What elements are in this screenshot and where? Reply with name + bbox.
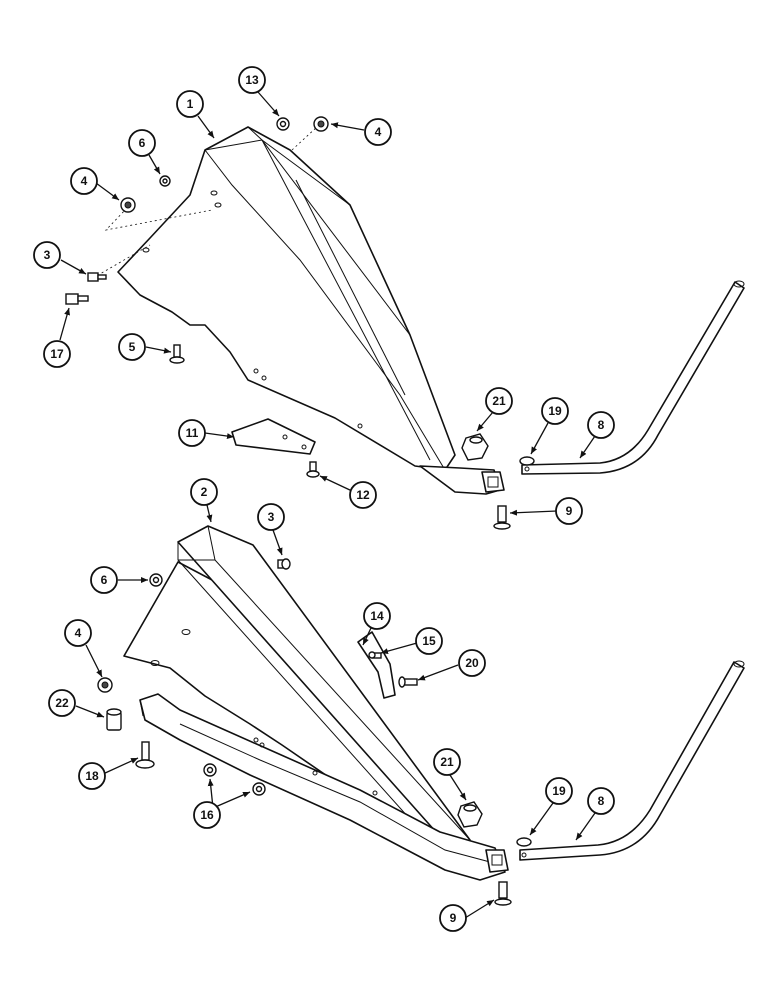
svg-text:5: 5 [129,340,136,354]
bolt [494,881,512,906]
upper-divider-assembly [65,116,745,530]
nut [276,117,290,131]
callout-13: 13 [238,66,266,94]
svg-text:4: 4 [375,125,382,139]
callout-21: 21 [433,748,461,776]
lower-handle-tube [519,661,745,861]
callout-5: 5 [118,333,146,361]
lower-divider-assembly [97,525,745,906]
svg-text:21: 21 [492,394,506,408]
upper-handle-tube [521,281,745,475]
svg-text:6: 6 [139,136,146,150]
svg-text:4: 4 [75,626,82,640]
bolt [135,741,155,769]
svg-text:19: 19 [552,784,566,798]
callout-16: 16 [193,801,221,829]
bolt [493,505,511,530]
svg-text:17: 17 [50,347,64,361]
svg-text:13: 13 [245,73,259,87]
callout-4: 4 [70,167,98,195]
hole [261,375,267,381]
callout-17: 17 [43,340,71,368]
nut [457,801,483,828]
svg-text:12: 12 [356,488,370,502]
washer [516,837,532,847]
svg-text:1: 1 [187,97,194,111]
callout-11: 11 [178,419,206,447]
hole [210,190,218,196]
bolt [87,272,107,282]
nut [203,763,217,777]
callout-4: 4 [364,118,392,146]
svg-text:4: 4 [81,174,88,188]
svg-text:8: 8 [598,794,605,808]
bolt [306,461,320,478]
svg-text:18: 18 [85,769,99,783]
leader-lines [59,91,596,919]
svg-text:15: 15 [422,634,436,648]
hole [253,368,259,374]
svg-text:11: 11 [186,426,199,440]
callout-22: 22 [48,689,76,717]
bolt [368,651,382,659]
callout-8: 8 [587,787,615,815]
callout-14: 14 [363,602,391,630]
hole [142,247,150,253]
callout-6: 6 [90,566,118,594]
callout-9: 9 [555,497,583,525]
lower-tube-socket [485,849,509,873]
svg-text:22: 22 [55,696,69,710]
callout-15: 15 [415,627,443,655]
callout-12: 12 [349,481,377,509]
small-bracket [357,631,396,699]
upper-tube-socket [481,471,505,493]
nut [252,782,266,796]
nut [149,573,163,587]
svg-text:8: 8 [598,418,605,432]
svg-text:16: 16 [200,808,214,822]
washer [519,456,535,466]
spacer [106,708,122,731]
bolt [277,558,291,570]
svg-text:3: 3 [268,510,275,524]
nut [97,677,113,693]
callout-19: 19 [541,397,569,425]
nut [461,433,489,461]
bolt [65,293,89,305]
svg-text:19: 19 [548,404,562,418]
lower-beam-top [177,525,471,851]
svg-text:3: 3 [44,248,51,262]
svg-text:9: 9 [566,504,573,518]
nut [120,197,136,213]
bolt [169,344,185,364]
callout-9: 9 [439,904,467,932]
svg-text:14: 14 [370,609,384,623]
nut [159,175,171,187]
hole [357,423,363,429]
callout-3: 3 [33,241,61,269]
svg-text:9: 9 [450,911,457,925]
svg-text:21: 21 [440,755,454,769]
svg-text:6: 6 [101,573,108,587]
lower-frame-rail [139,693,506,881]
svg-text:20: 20 [465,656,479,670]
callouts: 1 13 4 6 4 3 17 5 11 12 21 19 8 9 2 3 6 … [33,66,615,932]
nut [313,116,329,132]
callout-19: 19 [545,777,573,805]
callout-20: 20 [458,649,486,677]
callout-8: 8 [587,411,615,439]
hole [214,202,222,208]
callout-4: 4 [64,619,92,647]
callout-18: 18 [78,762,106,790]
callout-21: 21 [485,387,513,415]
callout-1: 1 [176,90,204,118]
callout-3: 3 [257,503,285,531]
bracket-plate [231,418,316,455]
bolt [398,676,418,688]
svg-text:2: 2 [201,485,208,499]
callout-6: 6 [128,129,156,157]
callout-2: 2 [190,478,218,506]
